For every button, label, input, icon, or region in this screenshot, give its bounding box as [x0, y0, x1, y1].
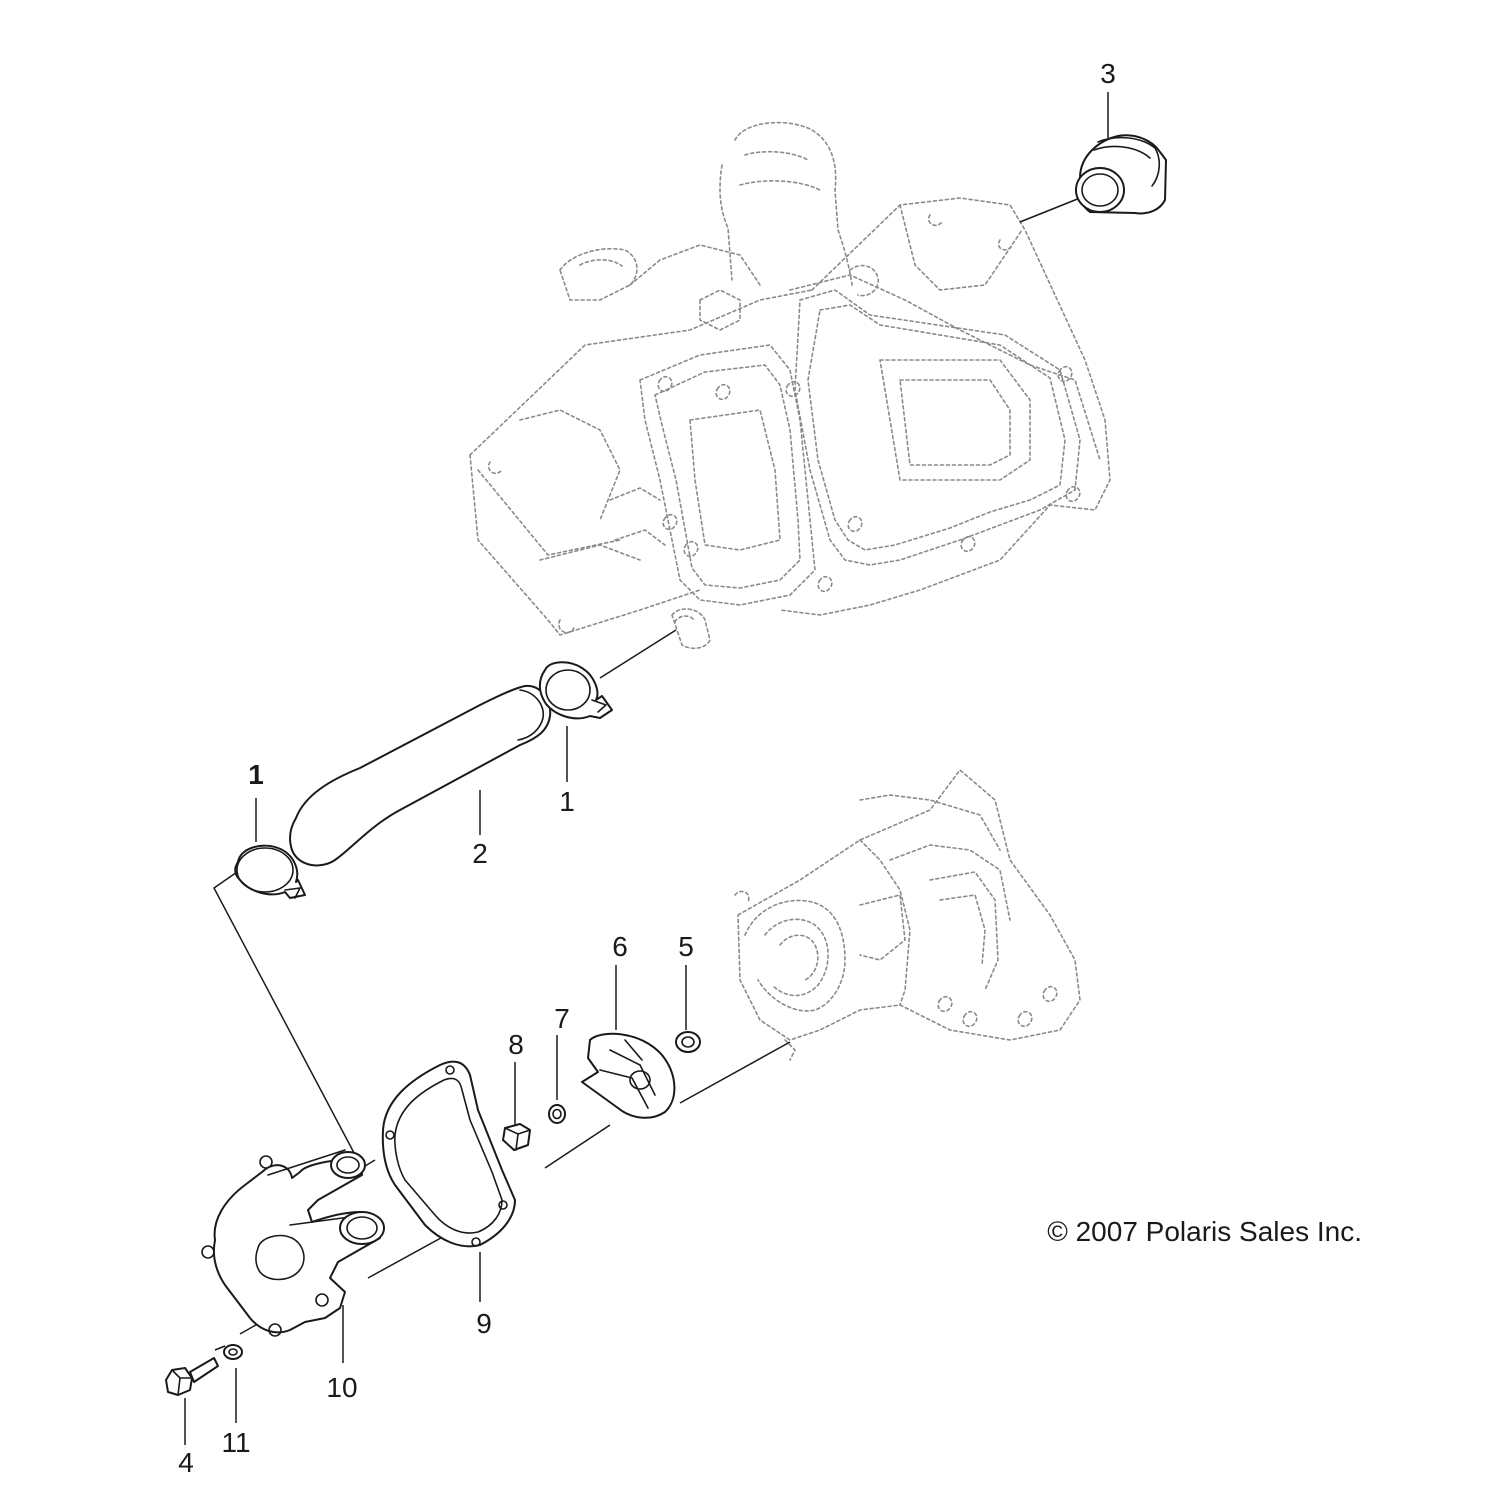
callout-bolt-washer: 11: [221, 1427, 250, 1458]
bolt-washer-part: [223, 1344, 243, 1360]
impeller-part: [581, 1032, 676, 1119]
callout-small-washer: 7: [554, 1003, 570, 1034]
mechanical-seal-part: [675, 1031, 701, 1053]
callout-pump-cover: 10: [326, 1372, 357, 1403]
callout-impeller: 6: [612, 931, 628, 962]
coolant-hose-part: [288, 684, 552, 867]
small-washer-part: [548, 1104, 566, 1124]
callout-hose-clamp-lower: 1: [248, 759, 264, 790]
callout-bolt: 4: [178, 1447, 194, 1478]
callout-seal: 5: [678, 931, 694, 962]
callout-drain-plug: 8: [508, 1029, 524, 1060]
callout-labels: 3 1 1 2 6 5 7 8 9 10 11 4: [178, 58, 1116, 1478]
flange-bolt-part: [165, 1357, 219, 1396]
callout-hose: 2: [472, 838, 488, 869]
copyright-notice: © 2007 Polaris Sales Inc.: [1047, 1216, 1362, 1247]
pump-gasket-part: [381, 1060, 516, 1248]
water-pump-cover-part: [201, 1149, 385, 1337]
cylinder-head-ghost: [469, 121, 1111, 650]
callout-thermostat: 3: [1100, 58, 1116, 89]
crankcase-ghost: [734, 769, 1081, 1061]
hose-clamp-lower-part: [234, 844, 306, 899]
callout-gasket: 9: [476, 1308, 492, 1339]
drain-plug-part: [502, 1123, 531, 1151]
hose-clamp-upper-part: [538, 661, 613, 720]
callout-hose-clamp-upper: 1: [559, 786, 575, 817]
thermostat-part: [1075, 134, 1167, 215]
assembly-lines: [184, 92, 1109, 1445]
